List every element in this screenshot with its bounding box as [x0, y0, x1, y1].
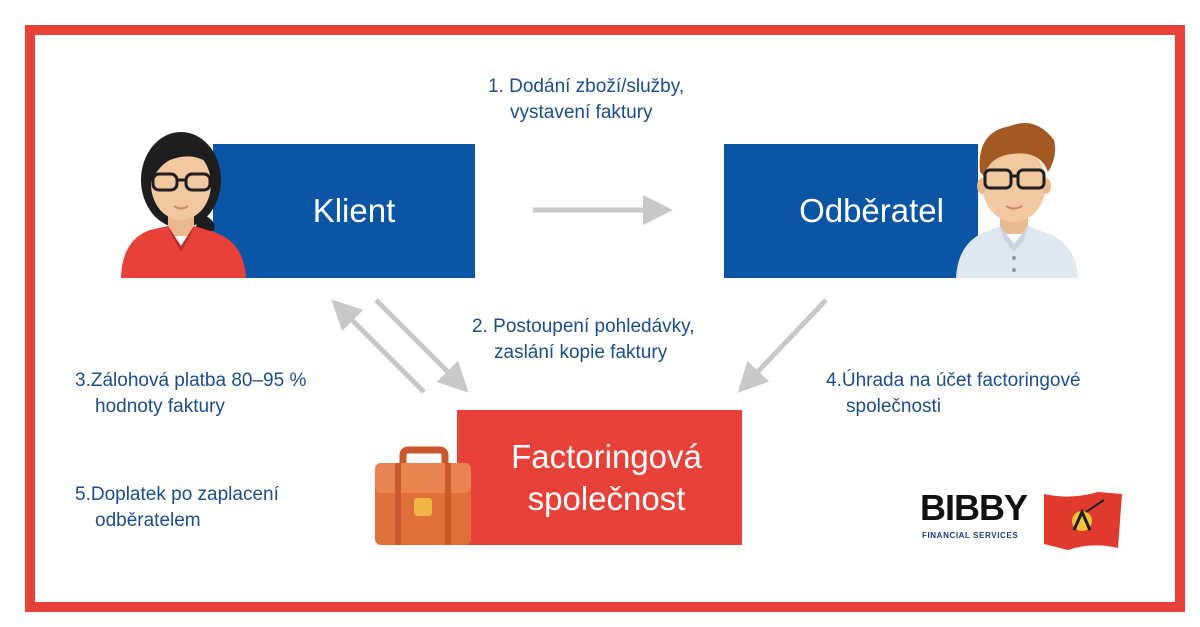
step-1-line1: Dodání zboží/služby,	[509, 76, 685, 97]
step-5: 5.Doplatek po zaplacení odběratelem	[75, 482, 279, 534]
bibby-logo-tagline: FINANCIAL SERVICES	[922, 531, 1019, 540]
step-1: 1. Dodání zboží/služby, vystavení faktur…	[488, 74, 684, 126]
step-2-line1: Postoupení pohledávky,	[493, 316, 695, 337]
step-1-line2: vystavení faktury	[510, 102, 653, 123]
step-3-line1: Zálohová platba 80–95 %	[90, 370, 307, 391]
step-2-number: 2.	[472, 316, 488, 337]
step-2: 2. Postoupení pohledávky, zaslání kopie …	[472, 314, 695, 366]
step-4-line1: Úhrada na účet factoringové	[841, 370, 1081, 391]
step-5-line1: Doplatek po zaplacení	[90, 484, 279, 505]
step-5-number: 5.	[75, 484, 91, 505]
step-4-line2: společnosti	[846, 396, 942, 417]
client-box: Klient	[213, 144, 475, 278]
arrow-factor-to-client	[331, 299, 426, 394]
customer-box: Odběratel	[724, 144, 978, 278]
step-3-number: 3.	[75, 370, 91, 391]
step-4: 4.Úhrada na účet factoringové společnost…	[826, 368, 1081, 420]
step-5-line2: odběratelem	[95, 510, 201, 531]
bibby-logo-name: BIBBY	[920, 487, 1028, 528]
customer-label: Odběratel	[799, 192, 944, 229]
arrow-client-to-factor	[374, 298, 469, 393]
factoring-label-line1: Factoringová	[511, 437, 702, 475]
step-3-line2: hodnoty faktury	[95, 396, 225, 417]
step-3: 3.Zálohová platba 80–95 % hodnoty faktur…	[75, 368, 306, 420]
factoring-label-line2: společnost	[527, 479, 686, 517]
arrow-customer-to-factor	[737, 298, 828, 393]
step-2-line2: zaslání kopie faktury	[494, 342, 668, 363]
step-4-number: 4.	[826, 370, 842, 391]
factoring-company-box: Factoringová společnost	[457, 410, 742, 545]
red-frame	[25, 25, 1185, 612]
step-1-number: 1.	[488, 76, 504, 97]
client-label: Klient	[312, 192, 396, 229]
